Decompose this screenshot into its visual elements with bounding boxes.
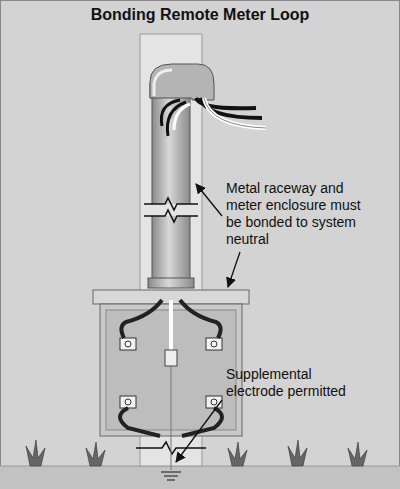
callout-label: Metal raceway and meter enclosure must b…: [226, 180, 366, 248]
callout-label: Supplemental electrode permitted: [226, 366, 366, 400]
diagram-title: Bonding Remote Meter Loop: [0, 6, 400, 24]
